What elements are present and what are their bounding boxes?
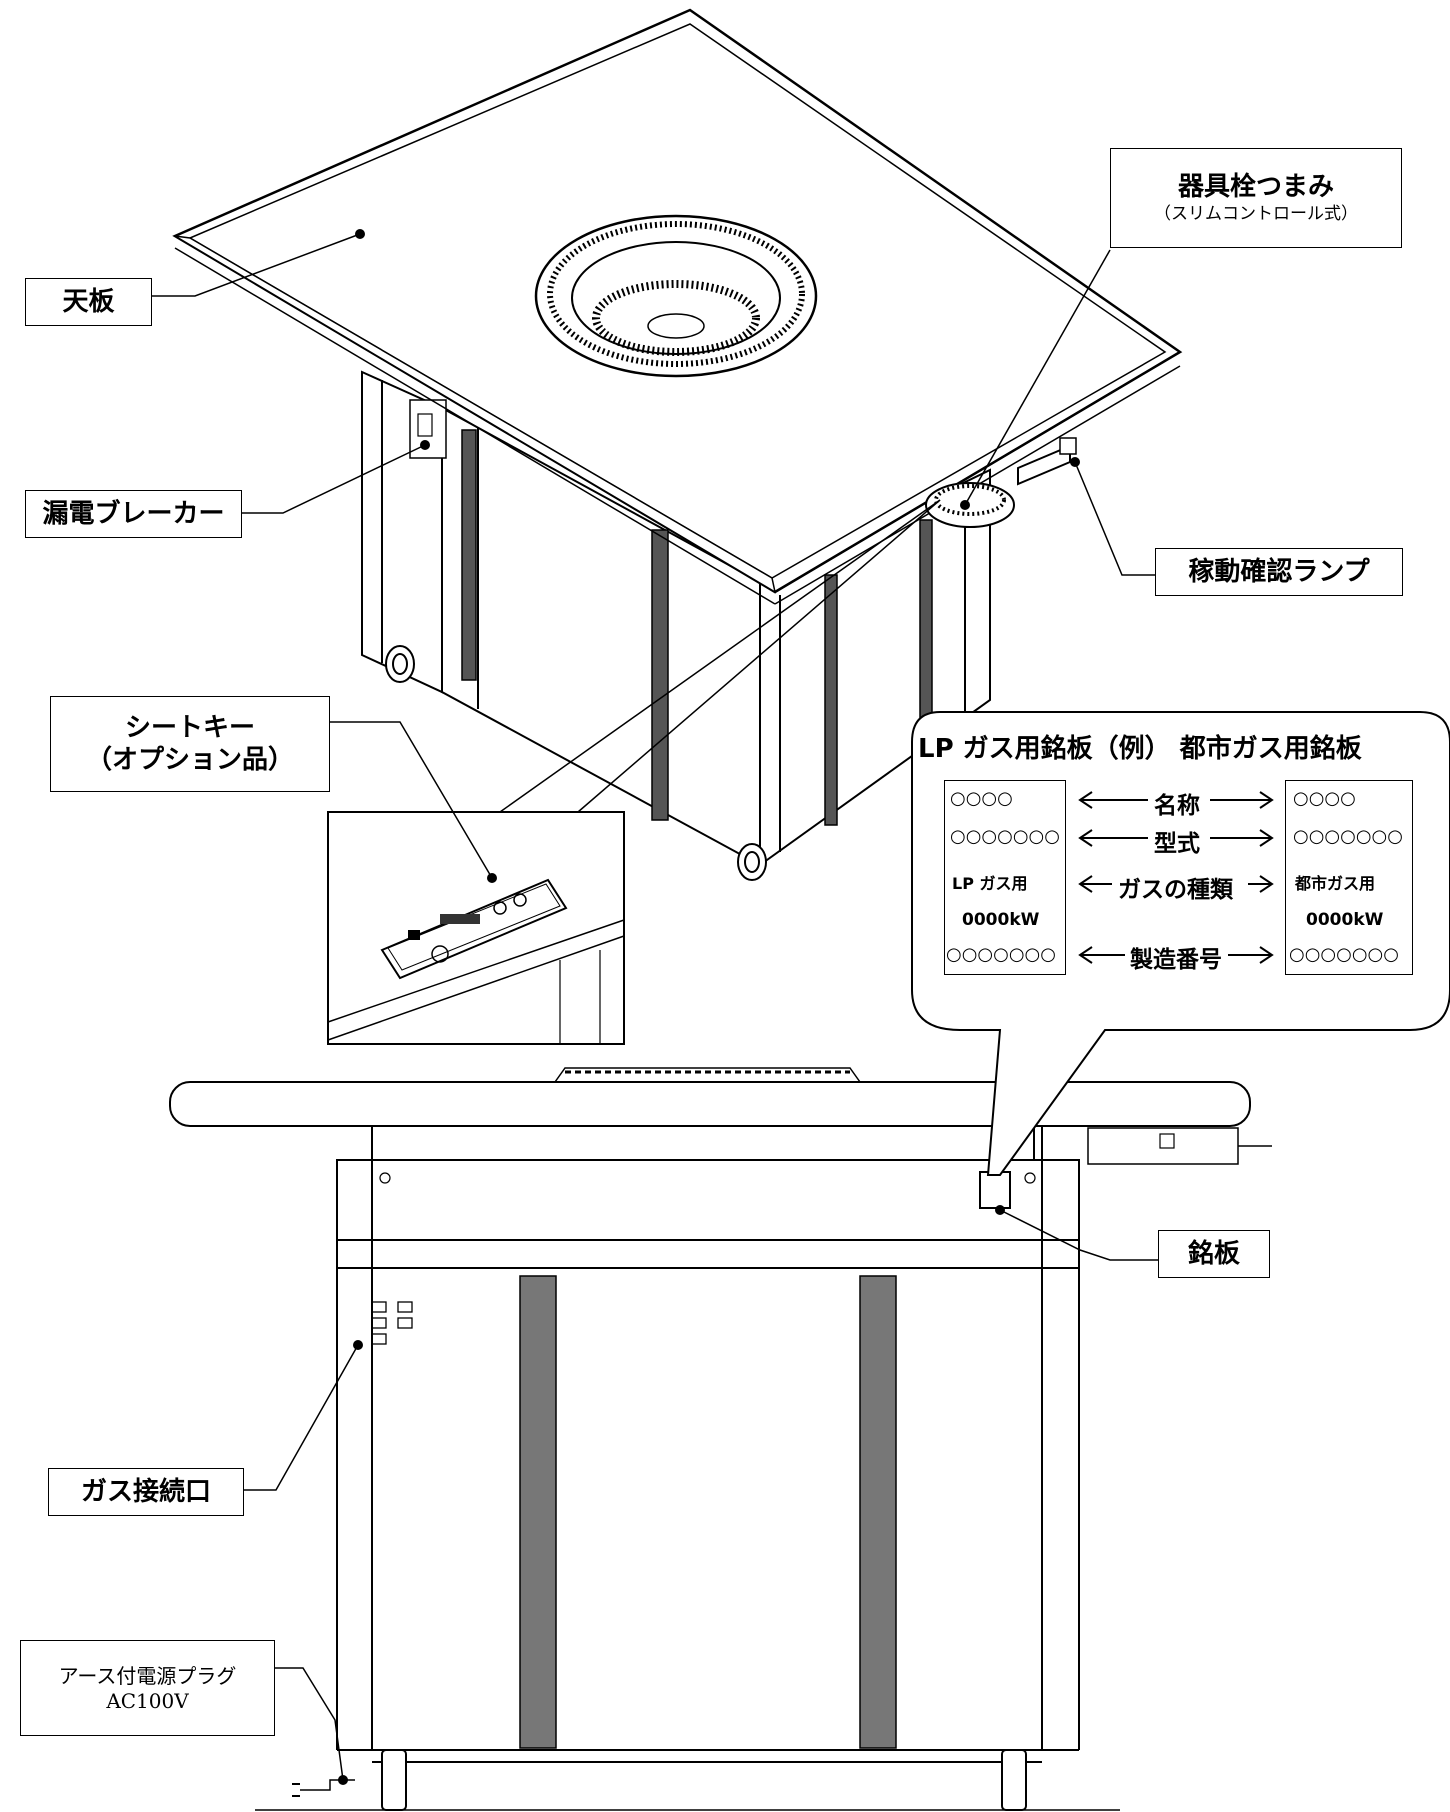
lp-model: ○○○○○○○ (950, 826, 1060, 847)
label-meiban-text: 銘板 (1187, 1238, 1240, 1269)
table-isometric (172, 8, 1183, 881)
label-lamp: 稼動確認ランプ (1155, 548, 1403, 596)
label-seatkey: シートキー （オプション品） (50, 696, 330, 792)
table-front-view (169, 1067, 1272, 1811)
label-kigu: 器具栓つまみ （スリムコントロール式） (1110, 148, 1402, 248)
label-gas-port: ガス接続口 (48, 1468, 244, 1516)
city-name: ○○○○ (1293, 788, 1356, 809)
label-seatkey-line2: （オプション品） (85, 745, 294, 775)
city-serial: ○○○○○○○ (1289, 944, 1399, 965)
leader-dots (338, 229, 1080, 1785)
grill (534, 214, 818, 378)
nameplate-city (1285, 780, 1413, 975)
field-serial: 製造番号 (1130, 947, 1222, 973)
label-plug: アース付電源プラグ AC100V (20, 1640, 275, 1736)
lp-gas: LP ガス用 (952, 874, 1028, 893)
label-meiban: 銘板 (1158, 1230, 1270, 1278)
city-power: 0000kW (1306, 910, 1384, 930)
label-gas-port-text: ガス接続口 (80, 1476, 211, 1507)
label-tenban-text: 天板 (62, 286, 115, 317)
nameplate-arrows (1078, 791, 1274, 964)
city-model: ○○○○○○○ (1293, 826, 1403, 847)
label-lamp-text: 稼動確認ランプ (1188, 556, 1370, 587)
lp-name: ○○○○ (950, 788, 1013, 809)
label-kigu-title: 器具栓つまみ (1177, 171, 1334, 202)
field-name: 名称 (1154, 793, 1200, 819)
label-tenban: 天板 (25, 278, 152, 326)
label-plug-line2: AC100V (106, 1689, 189, 1713)
leader-lines (152, 233, 1158, 1781)
field-model: 型式 (1154, 831, 1200, 857)
nameplate-mark (979, 1171, 1011, 1209)
nameplate-lp (944, 780, 1066, 975)
label-breaker-text: 漏電ブレーカー (42, 498, 225, 529)
lp-power: 0000kW (962, 910, 1040, 930)
lp-serial: ○○○○○○○ (946, 944, 1056, 965)
label-kigu-sub: （スリムコントロール式） (1154, 204, 1358, 225)
label-plug-line1: アース付電源プラグ (58, 1664, 237, 1688)
label-seatkey-line1: シートキー (124, 712, 255, 743)
nameplate-title: LP ガス用銘板（例） 都市ガス用銘板 (918, 734, 1362, 764)
city-gas: 都市ガス用 (1295, 874, 1376, 893)
label-breaker: 漏電ブレーカー (25, 490, 242, 538)
field-gas-type: ガスの種類 (1118, 877, 1233, 903)
